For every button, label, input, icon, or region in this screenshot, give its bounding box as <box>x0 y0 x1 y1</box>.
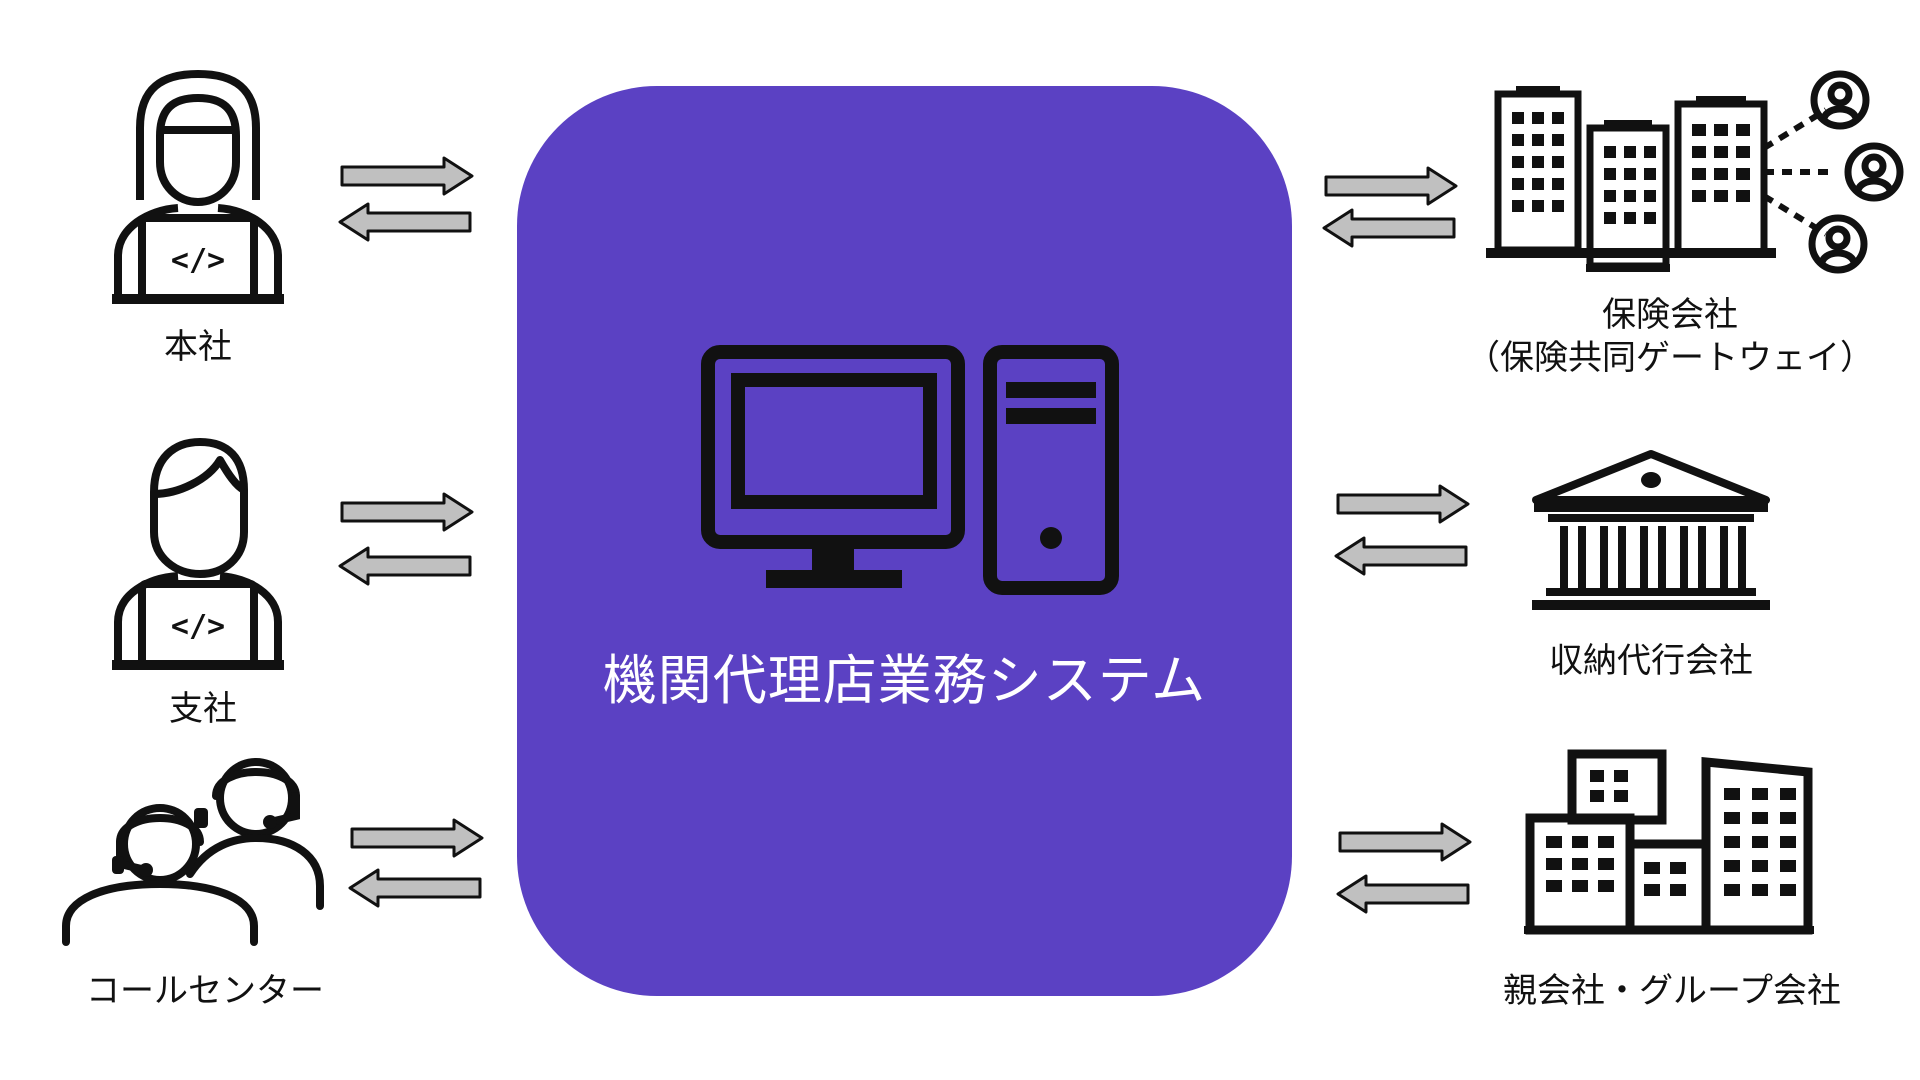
arrow-left-collection-agency <box>1334 536 1468 576</box>
bank-building-icon <box>1532 450 1770 610</box>
arrow-right-honsha <box>340 156 474 196</box>
arrow-left-honsha <box>338 202 472 242</box>
node-label-honsha: 本社 <box>164 327 232 367</box>
office-buildings-icon <box>1524 749 1814 935</box>
arrow-left-group-companies <box>1336 874 1470 914</box>
insurance-company-label: 保険会社 <box>1602 295 1738 335</box>
node-label-shisha: 支社 <box>169 689 237 729</box>
insurance-buildings-network-icon <box>1486 70 1904 274</box>
arrow-left-call-center <box>348 868 482 908</box>
desktop-computer-icon <box>701 345 1119 595</box>
node-label-group-companies: 親会社・グループ会社 <box>1503 971 1841 1011</box>
arrow-left-shisha <box>338 546 472 586</box>
node-label-collection-agency: 収納代行会社 <box>1549 641 1753 681</box>
arrow-right-shisha <box>340 492 474 532</box>
node-label-call-center: コールセンター <box>86 971 324 1011</box>
arrow-right-call-center <box>350 818 484 858</box>
insurance-gateway-sublabel: （保険共同ゲートウェイ） <box>1466 337 1874 378</box>
call-center-operators-icon <box>62 758 324 946</box>
system-title: 機関代理店業務システム <box>602 649 1207 712</box>
node-label-insurance: 保険会社 （保険共同ゲートウェイ） <box>1450 294 1890 379</box>
developer-woman-laptop-icon: </> <box>112 70 284 304</box>
developer-man-laptop-icon: </> <box>112 438 284 670</box>
svg-text:</>: </> <box>171 609 225 644</box>
arrow-left-insurance <box>1322 208 1456 248</box>
arrow-right-insurance <box>1324 166 1458 206</box>
svg-text:</>: </> <box>171 243 225 278</box>
arrow-right-collection-agency <box>1336 484 1470 524</box>
arrow-right-group-companies <box>1338 822 1472 862</box>
